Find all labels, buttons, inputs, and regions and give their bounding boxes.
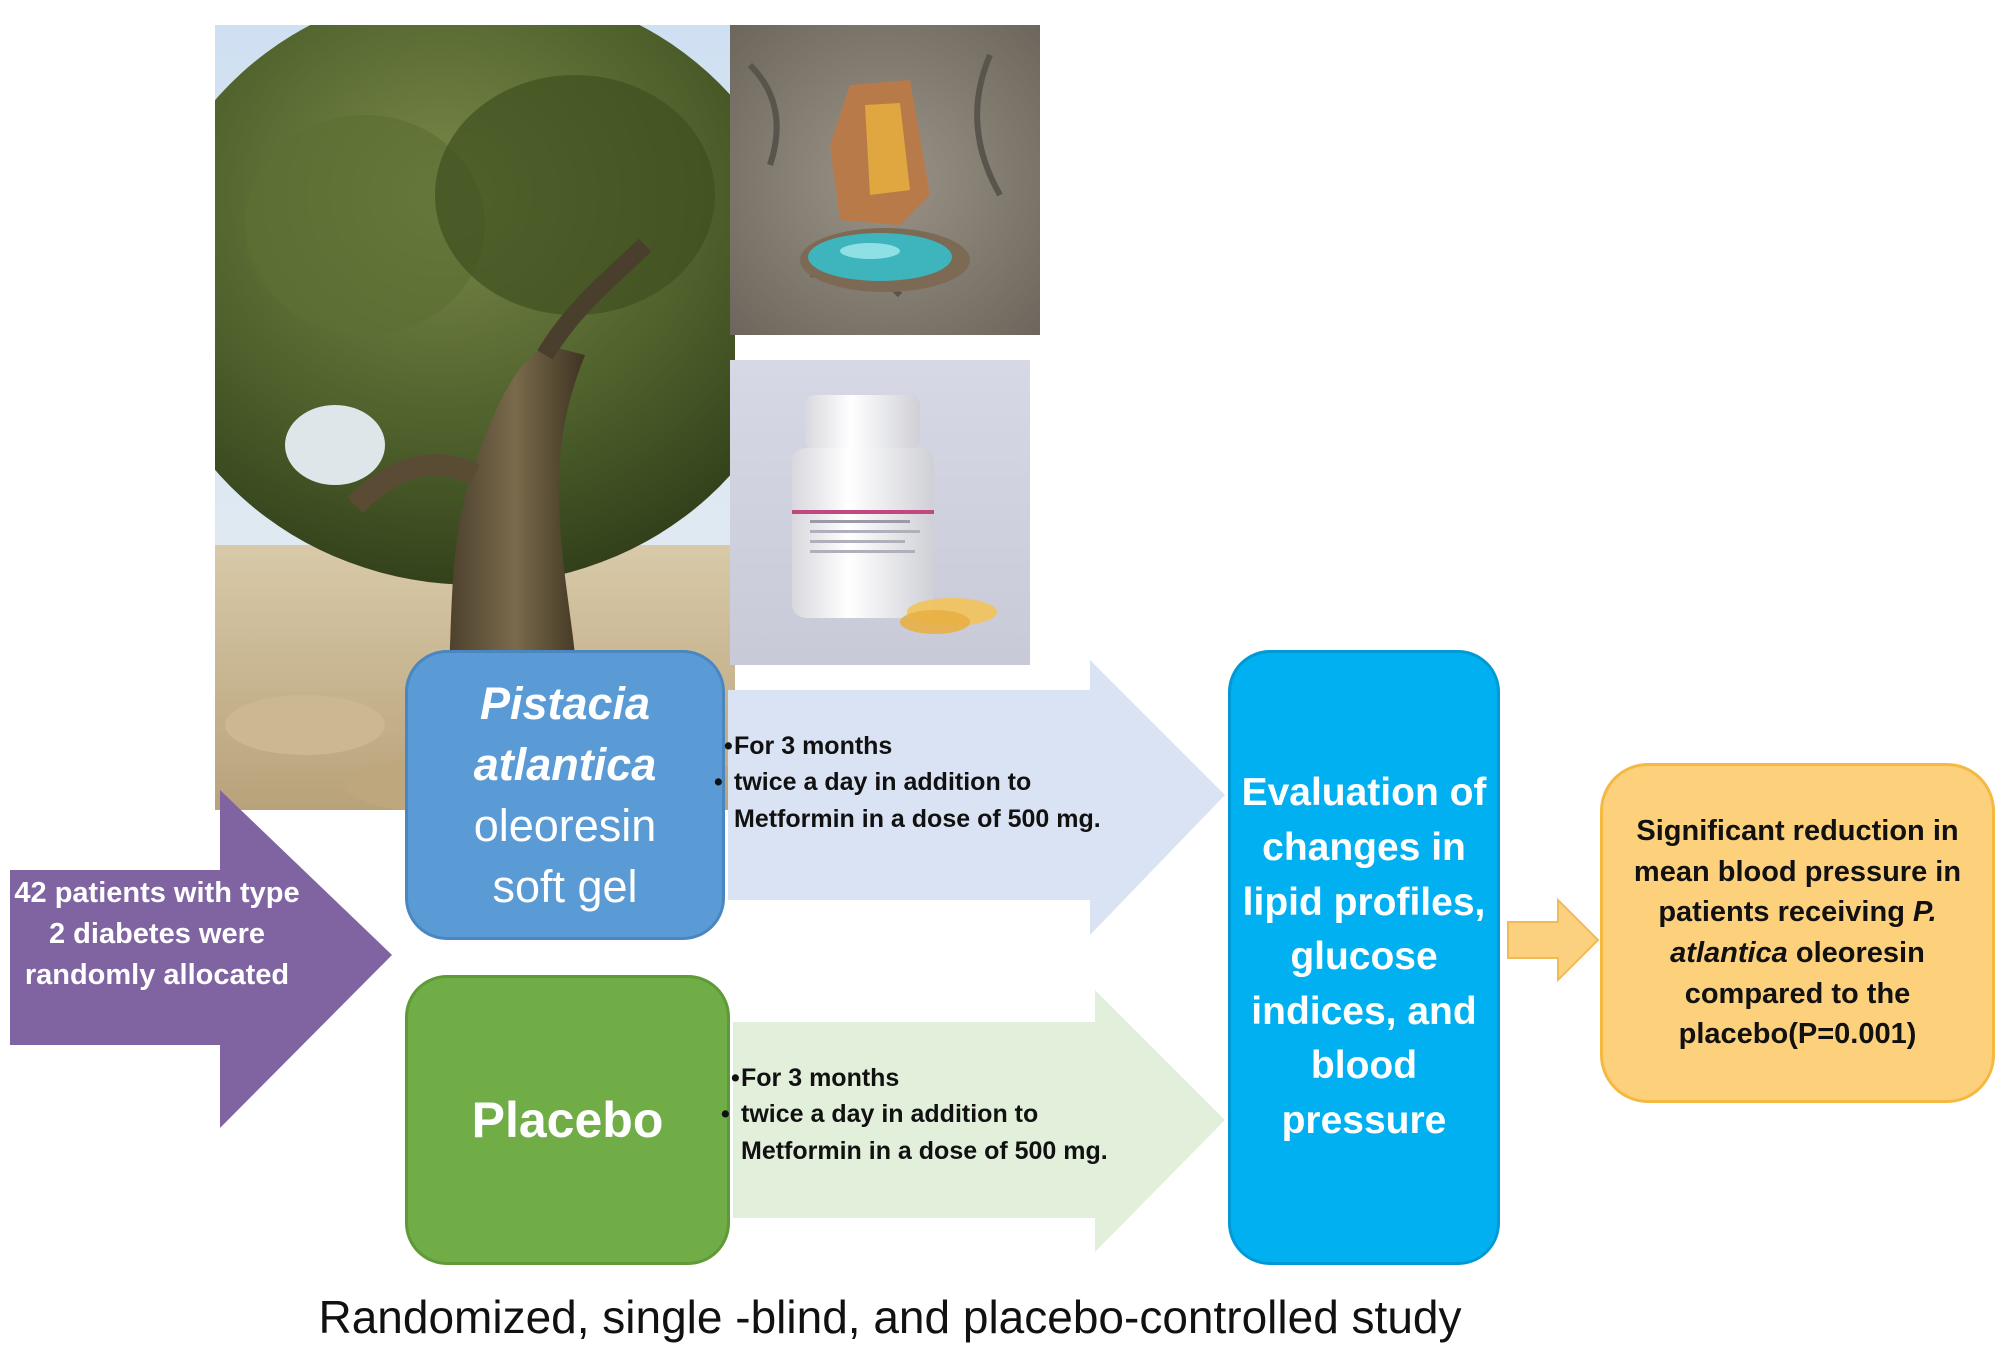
- evaluation-box: Evaluation of changes in lipid profiles,…: [1228, 650, 1500, 1265]
- connector-arrow: [1507, 897, 1600, 983]
- soft-gel-bottle-photo: [730, 360, 1030, 665]
- placebo-arrow: [733, 990, 1225, 1252]
- treatment-arrow: [728, 660, 1225, 935]
- treatment-box: Pistacia atlantica oleoresin soft gel: [405, 650, 725, 940]
- treatment-name-line3: oleoresin: [473, 800, 657, 851]
- treatment-name-line1: Pistacia: [479, 677, 651, 729]
- treatment-bullets: •For 3 months •twice a day in addition t…: [714, 728, 1144, 837]
- result-text: Significant reduction in mean blood pres…: [1633, 815, 1962, 1051]
- oleoresin-bark-photo: [730, 25, 1040, 335]
- treatment-name-line2: atlantica: [473, 738, 657, 790]
- study-design-caption: Randomized, single -blind, and placebo-c…: [318, 1291, 1462, 1343]
- placebo-name: Placebo: [471, 1092, 664, 1148]
- placebo-bullets: •For 3 months •twice a day in addition t…: [721, 1060, 1151, 1169]
- result-box: Significant reduction in mean blood pres…: [1600, 763, 1995, 1103]
- placebo-bullet-dose: •twice a day in addition to Metformin in…: [721, 1100, 1108, 1165]
- patients-arrow: [10, 790, 392, 1128]
- treatment-bullet-duration: •For 3 months: [724, 732, 893, 760]
- placebo-bullet-duration: •For 3 months: [731, 1064, 900, 1092]
- evaluation-text: Evaluation of changes in lipid profiles,…: [1241, 771, 1487, 1142]
- treatment-bullet-dose: •twice a day in addition to Metformin in…: [714, 768, 1101, 833]
- treatment-name-line4: soft gel: [492, 861, 638, 913]
- patients-allocation-text: 42 patients with type 2 diabetes were ra…: [14, 877, 300, 992]
- placebo-box: Placebo: [405, 975, 730, 1265]
